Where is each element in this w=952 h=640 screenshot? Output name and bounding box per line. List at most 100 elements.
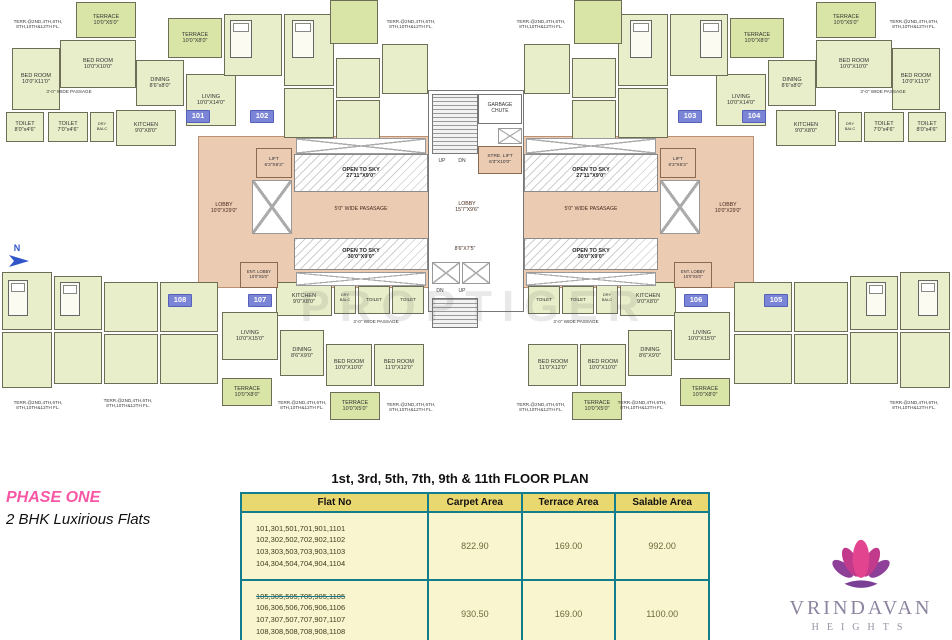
room bbox=[336, 100, 380, 140]
terrace-note: TERR.@2ND,4TH,6TH, 8TH,10TH&12TH FL. bbox=[889, 18, 939, 29]
ent-lobby: ENT. LOBBY 10'0"X5'0" bbox=[674, 262, 712, 288]
lotus-icon bbox=[832, 539, 890, 588]
dining: DINING 8'6"X9'0" bbox=[628, 330, 672, 376]
flat-number-line: 103,303,503,703,903,1103 bbox=[256, 547, 346, 556]
terrace: TERRACE 10'0"X5'0" bbox=[816, 2, 876, 38]
kitchen: KITCHEN 9'0"X8'0" bbox=[620, 282, 676, 316]
flat-number-101: 101 bbox=[186, 110, 210, 123]
bed-icon bbox=[230, 20, 252, 58]
lobby-label: LOBBY 15'7"X9'6" bbox=[455, 201, 479, 213]
terrace-area-value: 169.00 bbox=[520, 579, 617, 640]
duct bbox=[660, 180, 700, 234]
bedroom: BED ROOM 10'0"X11'0" bbox=[12, 48, 60, 110]
room bbox=[104, 334, 158, 384]
room bbox=[160, 334, 218, 384]
brand-name: VRINDAVAN bbox=[789, 597, 933, 619]
bed-icon bbox=[700, 20, 722, 58]
column-header-salable-area: Salable Area bbox=[614, 492, 710, 513]
open-to-sky: OPEN TO SKY 27'11"X9'0" bbox=[294, 154, 428, 192]
room bbox=[572, 58, 616, 98]
flat-number-line: 104,304,504,704,904,1104 bbox=[256, 558, 346, 568]
duct bbox=[498, 128, 522, 144]
lobby-label: LOBBY 10'0"X29'0" bbox=[210, 202, 238, 214]
dim-label: 8'6"X7'5" bbox=[454, 246, 476, 253]
bed-icon bbox=[866, 282, 886, 316]
living: LIVING 10'0"X14'0" bbox=[186, 74, 236, 126]
terrace-note: TERR.@2ND,4TH,6TH, 8TH,10TH&12TH FL. bbox=[516, 18, 566, 29]
north-arrow: N bbox=[2, 244, 32, 274]
bedroom bbox=[900, 332, 950, 388]
room bbox=[54, 332, 102, 384]
garbage-chute: GARBAGE CHUTE bbox=[478, 94, 522, 124]
room bbox=[284, 88, 334, 138]
duct bbox=[252, 180, 292, 234]
carpet-area-value: 822.90 bbox=[427, 511, 523, 581]
brand-subname: HEIGHTS bbox=[811, 622, 911, 633]
flat-number-104: 104 bbox=[742, 110, 766, 123]
room bbox=[794, 334, 848, 384]
flat-number-line: 108,308,508,708,908,1108 bbox=[256, 626, 346, 636]
flat-number-108: 108 bbox=[168, 294, 192, 307]
room bbox=[336, 58, 380, 98]
compass-arrow-icon bbox=[9, 255, 29, 267]
toilet: TOILET 8'0"x4'6" bbox=[908, 112, 946, 142]
terrace bbox=[574, 0, 622, 44]
kitchen: KITCHEN 9'0"X8'0" bbox=[776, 110, 836, 146]
flat-number-line: 101,301,501,701,901,1101 bbox=[256, 523, 346, 533]
passage-label: 3'-0" WIDE PASSAGE bbox=[860, 89, 906, 95]
terrace-note: TERR.@2ND,4TH,6TH, 8TH,10TH&12TH FL. bbox=[386, 401, 436, 412]
ent-lobby: ENT. LOBBY 10'0"X5'0" bbox=[240, 262, 278, 288]
room bbox=[850, 332, 898, 384]
room bbox=[104, 282, 158, 332]
flat-number-line: 107,307,507,707,907,1107 bbox=[256, 615, 346, 624]
toilet: TOILET bbox=[392, 286, 424, 314]
passage-label: 3'-0" WIDE PASSAGE bbox=[553, 319, 599, 325]
flat-number-line: 102,302,502,702,902,1102 bbox=[256, 535, 346, 545]
passage-label: 3'-0" WIDE PASSAGE bbox=[353, 319, 399, 325]
kitchen: KITCHEN 9'0"X8'0" bbox=[116, 110, 176, 146]
floor-plan-title: 1st, 3rd, 5th, 7th, 9th & 11th FLOOR PLA… bbox=[331, 471, 589, 486]
terrace: TERRACE 10'0"X8'0" bbox=[680, 378, 730, 406]
terrace-note: TERR.@2ND,4TH,6TH, 8TH,10TH&12TH FL. bbox=[516, 401, 566, 412]
terrace: TERRACE 10'0"X8'0" bbox=[168, 18, 222, 58]
passage-label: 3'-0" WIDE PASSAGE bbox=[46, 89, 92, 95]
bedroom: BED ROOM 10'0"X10'0" bbox=[816, 40, 892, 88]
room bbox=[618, 88, 668, 138]
toilet: TOILET 7'0"x4'6" bbox=[48, 112, 88, 142]
room bbox=[524, 44, 570, 94]
terrace-note: TERR.@2ND,4TH,6TH, 8TH,10TH&12TH FL. bbox=[889, 399, 939, 410]
duct bbox=[462, 262, 490, 284]
open-to-sky: OPEN TO SKY 30'0"X9'0" bbox=[294, 238, 428, 270]
terrace: TERRACE 10'0"X5'0" bbox=[76, 2, 136, 38]
table-row: 101,301,501,701,901,1101 102,302,502,702,… bbox=[240, 511, 710, 581]
terrace-note: TERR.@2ND,4TH,6TH, 8TH,10TH&12TH FL. bbox=[13, 18, 63, 29]
carpet-area-value: 930.50 bbox=[427, 579, 523, 640]
stairs-down-label: DN bbox=[458, 158, 466, 165]
flat-number-line: 105,305,505,705,905,1105 bbox=[256, 591, 346, 601]
room bbox=[160, 282, 218, 332]
column-header-flat-no: Flat No bbox=[240, 492, 429, 513]
room bbox=[572, 100, 616, 140]
open-to-sky: OPEN TO SKY 27'11"X9'0" bbox=[524, 154, 658, 192]
stretcher-lift: STRE. LIFT 6'3"X10'0" bbox=[478, 146, 522, 174]
bedroom: BED ROOM 10'0"X10'0" bbox=[60, 40, 136, 88]
toilet: TOILET bbox=[562, 286, 594, 314]
salable-area-value: 1100.00 bbox=[614, 579, 710, 640]
dining: DINING 8'6"x8'0" bbox=[768, 60, 816, 106]
bed-icon bbox=[630, 20, 652, 58]
brand-logo: VRINDAVAN HEIGHTS bbox=[772, 534, 950, 633]
flat-number-106: 106 bbox=[684, 294, 708, 307]
terrace bbox=[330, 0, 378, 44]
room bbox=[734, 282, 792, 332]
dry-balcony: DRY BALC bbox=[90, 112, 114, 142]
north-label: N bbox=[13, 243, 21, 253]
phase-label: PHASE ONE bbox=[6, 489, 101, 506]
living: LIVING 10'0"X15'0" bbox=[222, 312, 278, 360]
dining: DINING 8'6"x8'0" bbox=[136, 60, 184, 106]
open-to-sky: OPEN TO SKY 30'0"X9'0" bbox=[524, 238, 658, 270]
passage-label: 5'0" WIDE PASASAGE bbox=[564, 206, 618, 213]
bed-icon bbox=[60, 282, 80, 316]
